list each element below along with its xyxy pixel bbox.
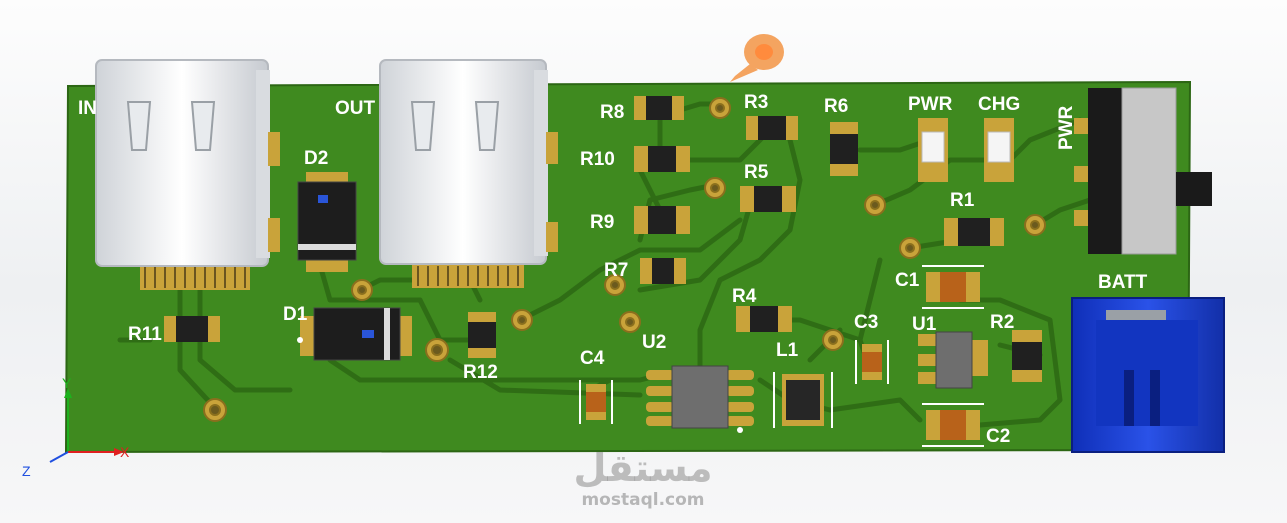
label-pwr-led: PWR	[908, 94, 953, 115]
label-out: OUT	[335, 98, 376, 119]
label-pwr-switch: PWR	[1056, 105, 1077, 150]
label-d1: D1	[283, 304, 308, 325]
label-u2: U2	[642, 332, 666, 353]
resistor-r4	[736, 306, 792, 332]
usb-c-connector-in	[95, 59, 280, 290]
label-in: IN	[78, 98, 97, 119]
label-chg-led: CHG	[978, 94, 1020, 115]
label-r7: R7	[604, 260, 628, 281]
power-slide-switch	[1074, 87, 1212, 255]
label-r8: R8	[600, 102, 624, 123]
label-l1: L1	[776, 340, 799, 361]
label-r10: R10	[580, 149, 615, 170]
resistor-r10	[634, 146, 690, 172]
resistor-r12	[468, 312, 496, 358]
silkscreen-labels: IN OUT D2 D1 R11 R12 R8 R10 R9 R7 R3 R5 …	[78, 92, 1148, 447]
resistor-r9	[634, 206, 690, 234]
led-chg	[984, 118, 1014, 182]
resistor-r5	[740, 186, 796, 212]
label-c2: C2	[986, 426, 1010, 447]
battery-connector	[1071, 297, 1225, 453]
inductor-l1	[773, 372, 833, 428]
resistor-r3	[746, 116, 798, 140]
diode-d2	[297, 172, 357, 272]
usb-c-connector-out	[379, 59, 558, 288]
diode-d1	[300, 307, 412, 361]
capacitor-c1	[922, 265, 984, 309]
label-r2: R2	[990, 312, 1014, 333]
led-pwr	[918, 118, 948, 182]
label-r6: R6	[824, 96, 848, 117]
capacitor-c4	[579, 380, 613, 424]
watermark-latin: mostaql.com	[581, 490, 705, 510]
label-c4: C4	[580, 348, 605, 369]
ic-u2	[646, 365, 754, 429]
label-r12: R12	[463, 362, 498, 383]
polarity-dot	[297, 337, 303, 343]
watermark-arabic: مستقل	[573, 446, 713, 490]
resistor-r11	[164, 316, 220, 342]
label-r3: R3	[744, 92, 768, 113]
resistor-r7	[640, 258, 686, 284]
capacitor-c2	[922, 403, 984, 447]
label-r11: R11	[128, 324, 162, 345]
label-u1: U1	[912, 314, 937, 335]
capacitor-c3	[855, 340, 889, 384]
resistor-r8	[634, 96, 684, 120]
resistor-r2	[1012, 330, 1042, 382]
label-r5: R5	[744, 162, 769, 183]
resistor-r1	[944, 218, 1004, 246]
polarity-dot	[737, 427, 743, 433]
axis-label-y: Y	[62, 375, 72, 391]
copper-traces	[117, 101, 1093, 428]
coordinate-axes: Y X Z	[22, 375, 130, 479]
label-c3: C3	[854, 312, 878, 333]
axis-label-x: X	[120, 444, 130, 460]
label-r9: R9	[590, 212, 614, 233]
origin-marker	[730, 34, 784, 82]
label-r4: R4	[732, 286, 757, 307]
label-c1: C1	[895, 270, 920, 291]
via-pads	[203, 97, 1046, 422]
label-batt: BATT	[1098, 272, 1148, 293]
ic-u1	[918, 331, 988, 389]
label-d2: D2	[304, 148, 328, 169]
axis-label-z: Z	[22, 463, 31, 479]
label-r1: R1	[950, 190, 975, 211]
resistor-r6	[830, 122, 858, 176]
